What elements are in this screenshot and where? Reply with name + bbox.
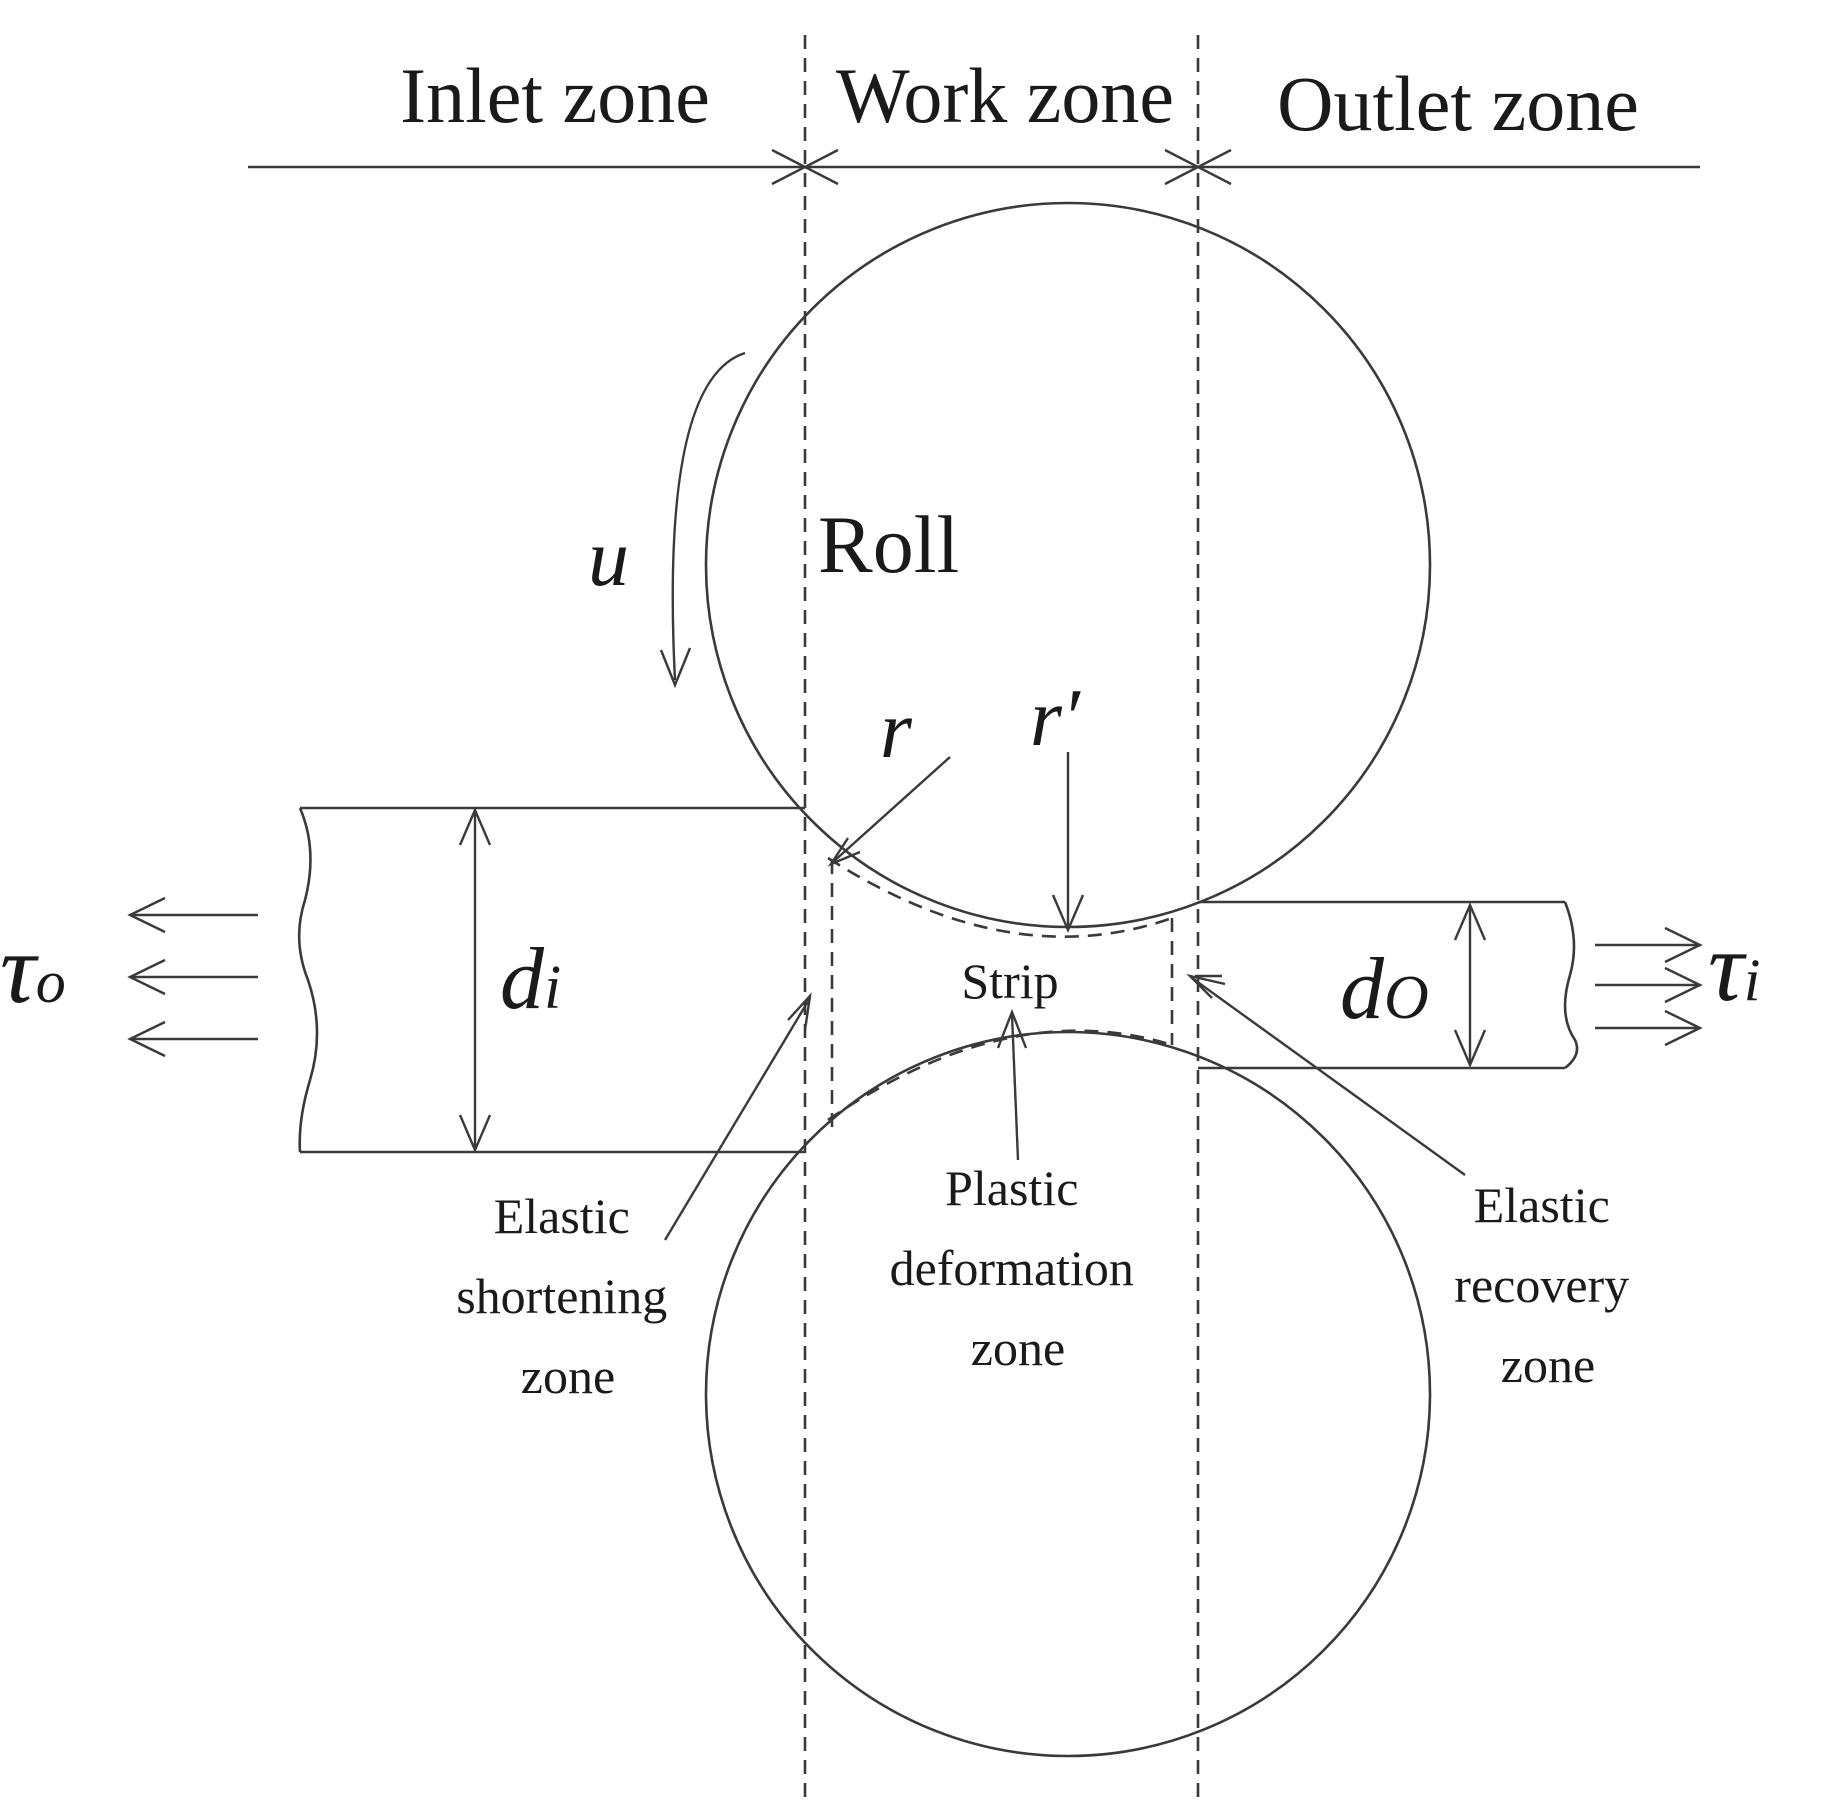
outlet-thickness-dimension	[1453, 901, 1487, 1069]
inlet-tension-arrows	[127, 896, 258, 1058]
elastic-shortening-label: Elastic shortening zone	[456, 1188, 680, 1404]
outlet-tension-symbol: τi	[1708, 911, 1760, 1022]
lower-roll	[704, 1030, 1432, 1758]
zone-boundary-marker-right	[1164, 148, 1232, 186]
outlet-zone-label: Outlet zone	[1277, 60, 1639, 147]
zone-boundary-marker-left	[771, 148, 839, 186]
outlet-tension-arrows	[1595, 926, 1703, 1047]
elastic-recovery-label: Elastic recovery zone	[1454, 1177, 1641, 1393]
radius-r-pointer	[827, 756, 951, 867]
inlet-zone-label: Inlet zone	[400, 52, 710, 139]
inlet-thickness-symbol: di	[500, 931, 561, 1028]
plastic-deformation-pointer	[996, 1008, 1028, 1161]
inlet-strip	[297, 806, 805, 1154]
elastic-shortening-pointer	[663, 992, 812, 1241]
radius-symbol-r-prime: r′	[1030, 672, 1081, 763]
rotation-symbol-u: u	[588, 512, 629, 603]
outlet-thickness-symbol: dO	[1340, 941, 1429, 1038]
outlet-strip	[1198, 900, 1579, 1070]
roll-label: Roll	[818, 499, 959, 590]
inlet-thickness-dimension	[458, 806, 492, 1154]
radius-symbol-r: r	[880, 684, 913, 775]
rotation-arrow	[659, 351, 746, 689]
strip-label: Strip	[961, 953, 1058, 1009]
inlet-tension-symbol: τo	[0, 913, 66, 1024]
work-zone-label: Work zone	[836, 52, 1174, 139]
plastic-deformation-label: Plastic deformation zone	[890, 1160, 1147, 1376]
deformed-strip-outline	[827, 856, 1174, 1130]
radius-r-prime-pointer	[1051, 752, 1085, 934]
elastic-recovery-pointer	[1186, 973, 1466, 1176]
